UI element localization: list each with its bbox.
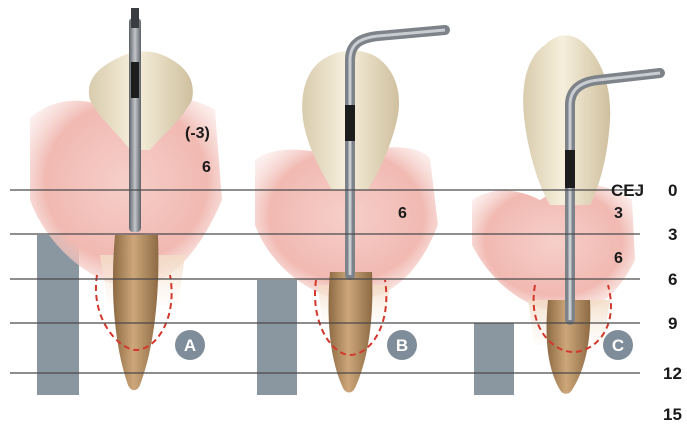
root-b — [329, 272, 373, 393]
panel-b-label-1: 6 — [398, 205, 407, 222]
scale-tick-12: 12 — [663, 364, 682, 383]
panel-a-label-2: 6 — [202, 159, 211, 176]
panel-a-label-1: (-3) — [185, 125, 210, 142]
panel-c: C 3 6 — [472, 35, 660, 395]
panel-c-label-1: 3 — [614, 205, 623, 222]
cej-label: CEJ — [611, 181, 644, 200]
root-a — [113, 235, 158, 390]
probe-marking-a — [131, 62, 139, 98]
scale-tick-9: 9 — [668, 314, 677, 333]
scale-tick-6: 6 — [668, 270, 677, 289]
badge-b-label: B — [396, 336, 408, 355]
badge-a-label: A — [184, 336, 196, 355]
probe-a — [129, 18, 141, 232]
attachment-level-bar-c — [474, 323, 514, 395]
probe-marking-b — [345, 105, 355, 141]
attachment-level-bar-b — [257, 280, 297, 395]
panel-c-label-2: 6 — [614, 250, 623, 267]
probe-handle-a — [131, 8, 139, 28]
probe-marking-c — [565, 150, 575, 188]
badge-c-label: C — [612, 336, 624, 355]
panel-b: B 6 — [255, 30, 445, 395]
scale-tick-3: 3 — [668, 225, 677, 244]
panel-a: A (-3) 6 — [30, 8, 222, 395]
scale-tick-15: 15 — [663, 405, 682, 424]
scale-tick-0: 0 — [668, 181, 677, 200]
